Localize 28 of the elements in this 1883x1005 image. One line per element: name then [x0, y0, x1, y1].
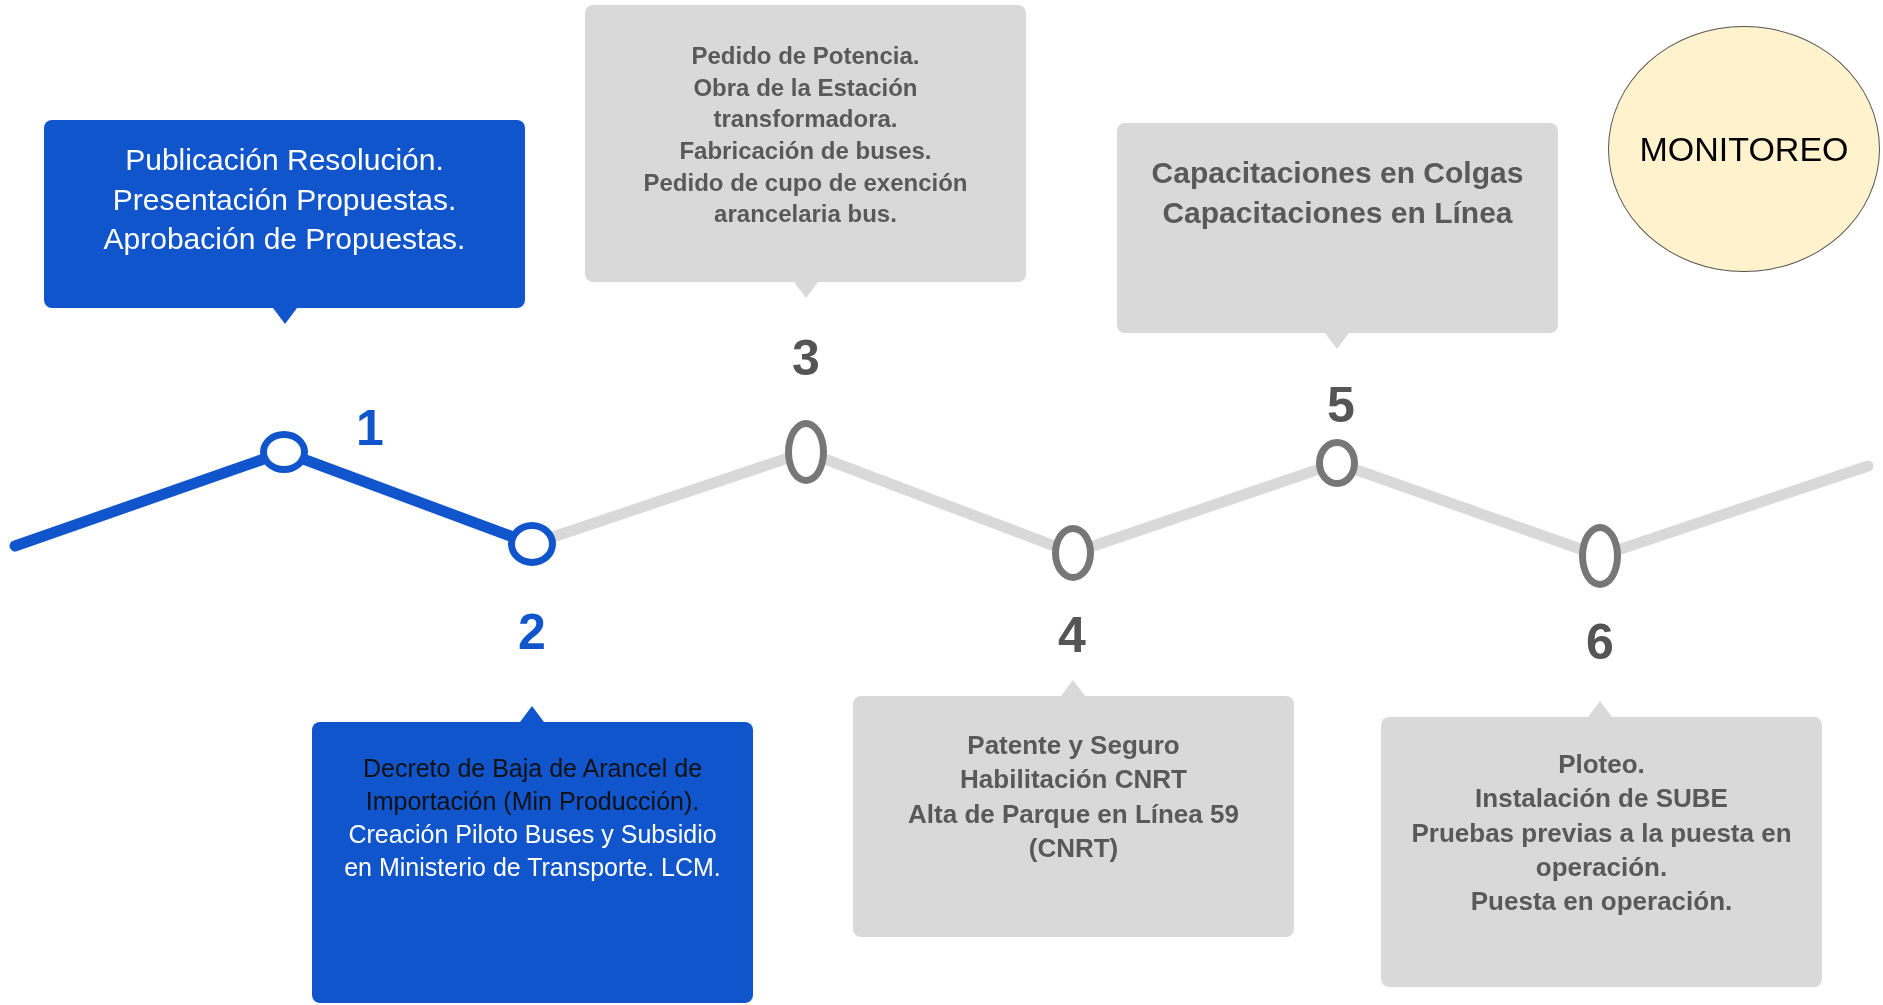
step-number: 1: [356, 399, 384, 457]
callout-text: Capacitaciones en Colgas: [1151, 155, 1524, 191]
step-number: 5: [1327, 376, 1355, 434]
callout-text: Obra de la Estación transformadora.: [692, 72, 919, 135]
step-number: 4: [1058, 606, 1086, 664]
step-number: 6: [1586, 613, 1614, 671]
callout-text: Patente y Seguro: [967, 729, 1180, 762]
callout-text: Pedido de cupo de exención arancelaria bus.: [642, 167, 969, 230]
callout-text: Pruebas previas a la puesta en operación.: [1410, 816, 1793, 884]
callout-text: Publicación Resolución.: [125, 142, 444, 178]
callout-text: Instalación de SUBE: [1475, 782, 1728, 816]
timeline-marker: [1316, 439, 1358, 487]
callout-text: Fabricación de buses.: [679, 136, 932, 166]
callout-text: Decreto de Baja de Arancel de Importación (Min Producción).: [361, 753, 704, 817]
badge-text: MONITOREO: [1639, 129, 1849, 169]
timeline-marker: [508, 522, 556, 566]
callout-text: Ploteo.: [1558, 748, 1645, 781]
callout-text: Presentación Propuestas.: [112, 181, 457, 218]
callout-text: Alta de Parque en Línea 59 (CNRT): [907, 797, 1240, 865]
step-number: 2: [518, 603, 546, 661]
step-number: 3: [792, 329, 820, 387]
callout-text: Habilitación CNRT: [960, 763, 1187, 797]
callout-text: Capacitaciones en Línea: [1162, 194, 1513, 231]
callout-text: Aprobación de Propuestas.: [103, 221, 466, 258]
callout-text: Pedido de Potencia.: [691, 41, 920, 71]
callout-text: Puesta en operación.: [1470, 885, 1733, 919]
callout-text: Creación Piloto Buses y Subsidio en Ministerio de Transporte. LCM.: [343, 819, 722, 883]
timeline-marker: [1052, 525, 1094, 581]
